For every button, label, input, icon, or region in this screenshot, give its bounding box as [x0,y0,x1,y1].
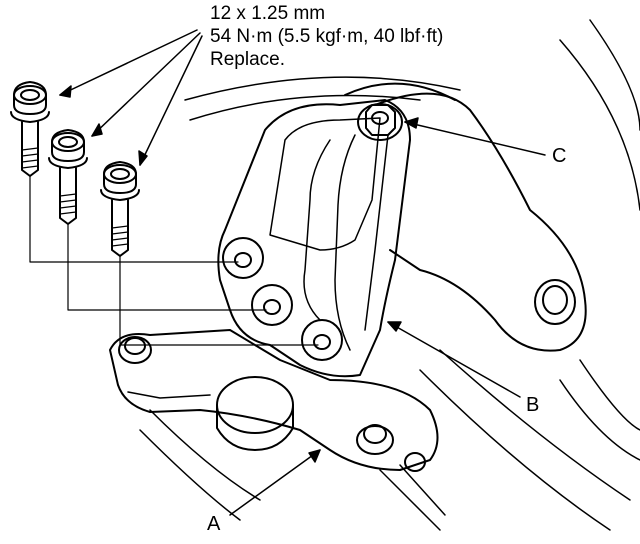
background-housing [139,19,640,531]
callout-a: A [207,513,221,535]
bolt-hole-1 [222,237,264,279]
bolt-2 [48,129,88,225]
bolt-hole-2 [251,284,293,326]
frame-bolt-left [118,336,152,364]
leader-c [404,117,546,156]
bolt-spec-label: 12 x 1.25 mm 54 N·m (5.5 kgf·m, 40 lbf·f… [210,2,443,71]
bracket-b [217,99,411,378]
bolt-3 [100,161,140,257]
guide-lines [29,175,319,346]
bolt-1 [10,81,50,177]
bolt-replace-note: Replace. [210,49,285,70]
callout-b: B [526,394,540,416]
rear-bracket [344,82,587,352]
leader-spec [59,29,203,166]
bolt-hole-3 [301,319,343,361]
leader-b [387,321,521,398]
mount-a [109,329,446,531]
leader-a [229,449,321,516]
callout-c: C [552,145,567,167]
mount-rubber-cylinder [216,376,294,434]
nut-c [357,103,403,141]
bolt-torque: 54 N·m (5.5 kgf·m, 40 lbf·ft) [210,26,444,47]
bolt-size: 12 x 1.25 mm [210,3,326,24]
frame-bolt-right [356,424,426,472]
